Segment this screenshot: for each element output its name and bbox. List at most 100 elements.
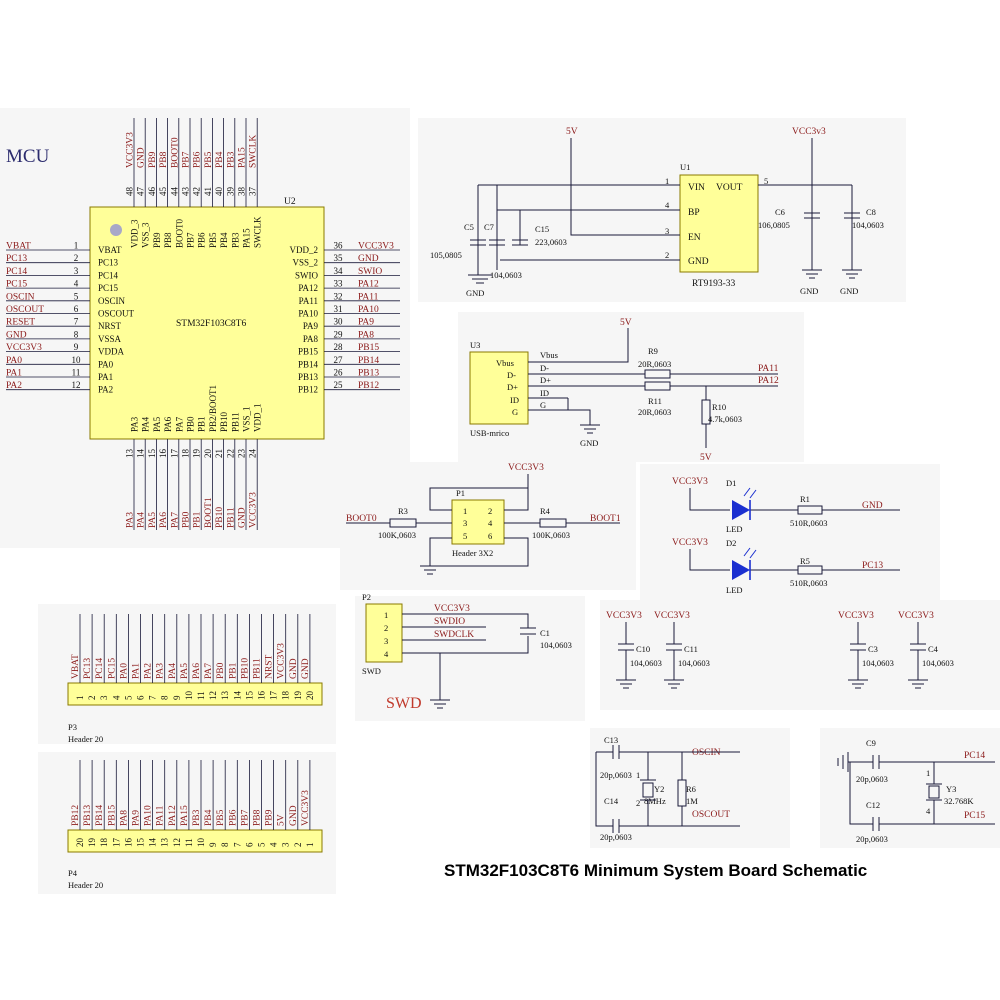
mcu-right-pin-number: 36: [334, 241, 344, 251]
r6-value: 1M: [686, 796, 698, 806]
mcu-left-pin-name: PC15: [98, 283, 119, 293]
mcu-bottom-net-label: PA6: [159, 512, 169, 528]
mcu-body: [89, 206, 325, 440]
mcu-left-pin-number: 6: [74, 304, 79, 314]
regulator-block: U1 VIN VOUT BP EN GND 1 4 3 2 5 RT9193-3…: [430, 127, 884, 298]
p3-pin-number: 8: [160, 695, 170, 700]
swd-connector-body: [365, 603, 403, 663]
p3-pin-number: 16: [257, 691, 267, 701]
led-1-ref: D1: [726, 478, 736, 488]
mcu-right-pin-name: SWIO: [295, 270, 318, 280]
mcu-left-net-label: PA0: [6, 356, 22, 366]
p3-body: [67, 682, 323, 706]
mcu-top-pin-number: 44: [169, 187, 179, 197]
mcu-top-pin-number: 43: [181, 187, 191, 197]
regulator-vcc-net: VCC3v3: [792, 127, 826, 137]
swd-pin-3: 3: [384, 636, 388, 646]
swd-pin-2: 2: [384, 623, 388, 633]
mcu-left-pin-name: OSCOUT: [98, 309, 135, 319]
c9-ref: C9: [866, 738, 876, 748]
mcu-bottom-pin-name: PB2/BOOT1: [208, 385, 218, 432]
ls-pc15: PC15: [964, 811, 985, 821]
regulator-ref: U1: [680, 162, 690, 172]
p3-ref: P3: [68, 722, 77, 732]
mcu-bottom-pin-number: 14: [136, 449, 146, 459]
r3-value: 100K,0603: [378, 530, 416, 540]
p3-net-label: PB0: [216, 662, 226, 679]
p4-net-label: PB3: [192, 809, 202, 826]
mcu-bottom-pin-name: PB10: [219, 411, 229, 432]
swd-pin-4: 4: [384, 649, 389, 659]
mcu-left-pin-name: OSCIN: [98, 296, 126, 306]
mcu-top-net-label: PB5: [204, 151, 214, 168]
ls-pc14: PC14: [964, 751, 985, 761]
p3-pin-number: 17: [269, 691, 279, 701]
mcu-left-net-label: OSCOUT: [6, 305, 44, 315]
led-block: VCC3V3 D1 LED R1 510R,0603 GND VCC3V3 D2…: [672, 477, 900, 595]
mcu-left-net-label: RESET: [6, 318, 35, 328]
p3-pin-number: 6: [136, 695, 146, 700]
swd-net-vcc: VCC3V3: [434, 604, 470, 614]
p4-net-label: PB8: [253, 809, 263, 826]
usb-connector-body: [469, 351, 529, 425]
mcu-bottom-pin-number: 22: [225, 449, 235, 458]
regulator-pin-vin: VIN: [688, 183, 705, 193]
regulator-pin-vout: VOUT: [716, 183, 743, 193]
r3-ref: R3: [398, 506, 408, 516]
p4-net-label: PB13: [83, 805, 93, 826]
hs-crystal-parts: [612, 745, 687, 833]
mcu-bottom-pin-number: 24: [248, 449, 258, 459]
regulator-pin-2-num: 2: [665, 250, 669, 260]
swd-block: P2 SWD 1 2 3 4 VCC3V3 SWDIO SWDCLK C1 10…: [362, 592, 572, 712]
usb-gnd: GND: [580, 438, 598, 448]
usb-ref: U3: [470, 340, 480, 350]
p3-net-label: PB11: [253, 658, 263, 679]
p3-net-label: PA7: [204, 663, 214, 679]
mcu-top-pin-name: SWCLK: [253, 216, 263, 248]
boot-pin-5: 5: [463, 531, 467, 541]
r5-ref: R5: [800, 556, 810, 566]
p3-pin-number: 15: [244, 691, 254, 701]
mcu-right-net-label: PA8: [358, 330, 374, 340]
mcu-right-pin-name: PB14: [298, 359, 319, 369]
mcu-left-pin-number: 7: [74, 317, 79, 327]
usb-pullup-5v: 5V: [700, 453, 712, 463]
c15-ref: C15: [535, 224, 549, 234]
usb-net-id: ID: [540, 388, 549, 398]
p4-net-label: PA8: [119, 810, 129, 826]
mcu-top-net-label: GND: [137, 147, 147, 168]
usb-pin-dplus: D+: [507, 382, 518, 392]
mcu-right-pin-number: 30: [334, 317, 344, 327]
r11-ref: R11: [648, 396, 662, 406]
mcu-top-net-label: PB4: [215, 151, 225, 168]
mcu-left-pin-number: 11: [72, 368, 81, 378]
boot-ground: [420, 565, 440, 575]
mcu-bottom-net-label: BOOT1: [204, 497, 214, 528]
swd-ref: P2: [362, 592, 371, 602]
usb-pa12: PA12: [758, 376, 779, 386]
mcu-section-title: MCU: [6, 146, 50, 167]
p3-pin-number: 1: [75, 696, 85, 701]
regulator-pin-5-num: 5: [764, 176, 768, 186]
p3-pin-number: 20: [305, 691, 315, 701]
led-2: VCC3V3 D2 LED R5 510R,0603 PC13: [672, 538, 900, 595]
mcu-bottom-pin-number: 20: [203, 449, 213, 459]
r5-body: [797, 565, 823, 575]
c13-value: 20p,0603: [600, 770, 632, 780]
mcu-right-pin-name: PB15: [298, 347, 319, 357]
mcu-right-pin-number: 28: [334, 342, 344, 352]
r4-value: 100K,0603: [532, 530, 570, 540]
mcu-left-pin-number: 5: [74, 291, 79, 301]
led-2-ref: D2: [726, 538, 736, 548]
boot-header-body: [451, 499, 505, 545]
p3-pin-number: 19: [293, 691, 303, 701]
mcu-top-pin-name: PA15: [242, 228, 252, 248]
r9-value: 20R,0603: [638, 359, 671, 369]
mcu-top-net-label: PB9: [148, 151, 158, 168]
p3-net-label: PA3: [156, 663, 166, 679]
mcu-left-pin-number: 3: [74, 266, 79, 276]
swd-part: SWD: [362, 666, 381, 676]
p4-pin-number: 13: [160, 838, 170, 848]
mcu-bottom-pin-name: PA7: [174, 416, 184, 432]
